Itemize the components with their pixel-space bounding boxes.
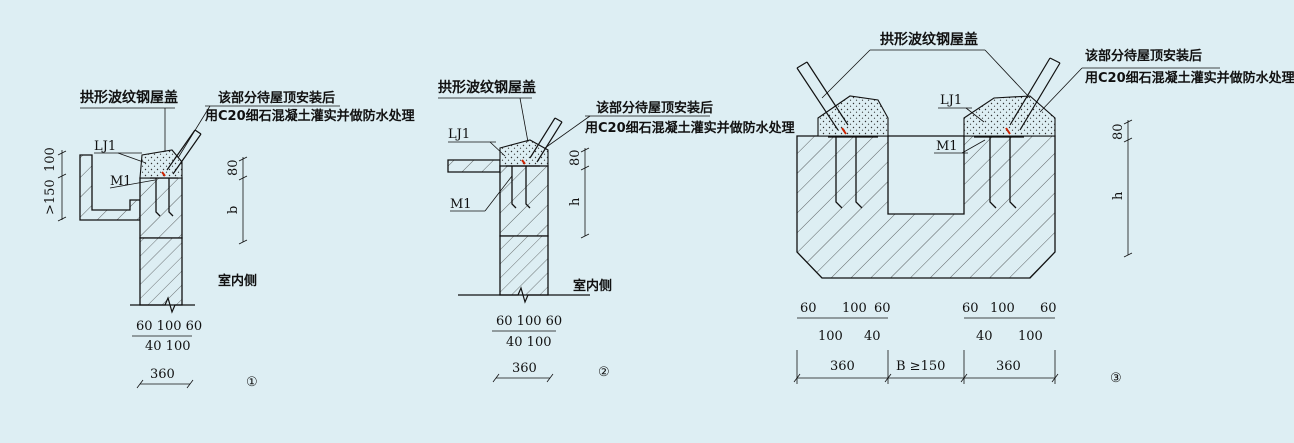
detail1-indoor-label: 室内侧: [218, 273, 257, 289]
detail1-bottom-row1: 60 100 60: [136, 319, 202, 334]
detail2-m1-label: M1: [450, 197, 472, 212]
detail3-gap: B ≥150: [896, 359, 945, 374]
detail1-number: ①: [246, 375, 258, 390]
detail1-dim-ge150: >150: [43, 179, 58, 215]
detail2-width-360: 360: [512, 361, 537, 376]
detail3-width-left: 360: [830, 359, 855, 374]
detail3-right-anchor: [974, 127, 1024, 209]
detail3-left-anchor: [828, 127, 878, 209]
detail-1: 拱形波纹钢屋盖 该部分待屋顶安装后 用C20细石混凝土灌实并做防水处理 LJ1 …: [43, 89, 415, 390]
detail3-right-top-100: 100: [990, 301, 1015, 316]
detail1-width-360: 360: [150, 367, 175, 382]
detail2-ring-beam: [499, 165, 549, 237]
detail3-right-roof-member: [1009, 57, 1061, 131]
detail2-brick-wall: [499, 235, 549, 296]
detail2-roof-member: [529, 117, 563, 163]
detail1-roof-member: [166, 129, 202, 175]
detail3-left-top-100: 100: [842, 301, 867, 316]
detail2-bottom-row1: 60 100 60: [496, 314, 562, 329]
detail1-lj1-label: LJ1: [94, 139, 116, 154]
detail2-note-line2: 用C20细石混凝土灌实并做防水处理: [584, 120, 795, 136]
detail1-brick-wall: [139, 237, 183, 306]
detail2-slab: [447, 159, 501, 173]
detail3-note-line2: 用C20细石混凝土灌实并做防水处理: [1084, 70, 1294, 86]
detail3-left-bottom-40: 40: [864, 329, 881, 344]
detail1-m1-label: M1: [110, 174, 132, 189]
detail3-right-grout: [963, 95, 1056, 137]
detail3-roof-label: 拱形波纹钢屋盖: [880, 31, 978, 48]
detail1-dim-100: 100: [43, 147, 58, 172]
detail2-dim-80: 80: [568, 149, 583, 166]
detail3-note-line1: 该部分待屋顶安装后: [1085, 48, 1202, 64]
detail3-right-top-60a: 60: [962, 301, 979, 316]
detail2-roof-label: 拱形波纹钢屋盖: [438, 79, 536, 96]
detail2-number: ②: [598, 365, 610, 380]
detail2-bottom-row2: 40 100: [506, 335, 552, 350]
detail-2: 拱形波纹钢屋盖 该部分待屋顶安装后 用C20细石混凝土灌实并做防水处理 LJ1 …: [438, 79, 795, 383]
detail1-bottom-row2: 40 100: [145, 339, 191, 354]
detail1-embedded-anchor: [150, 171, 178, 217]
detail2-embedded-anchor: [506, 159, 540, 209]
detail3-width-right: 360: [996, 359, 1021, 374]
detail2-grout-fill: [499, 139, 549, 167]
detail3-lj1-label: LJ1: [940, 93, 962, 108]
detail-3: 拱形波纹钢屋盖 该部分待屋顶安装后 用C20细石混凝土灌实并做防水处理 LJ1 …: [793, 31, 1294, 386]
detail3-left-top-60a: 60: [800, 301, 817, 316]
detail1-ring-beam: [139, 177, 183, 239]
detail1-dim-80: 80: [226, 159, 241, 176]
detail3-right-bottom-100: 100: [1018, 329, 1043, 344]
detail2-indoor-label: 室内侧: [573, 278, 612, 294]
detail1-grout-fill: [139, 149, 183, 179]
detail2-note-line1: 该部分待屋顶安装后: [596, 100, 713, 116]
detail3-right-top-60b: 60: [1040, 301, 1057, 316]
detail3-left-top-60b: 60: [874, 301, 891, 316]
detail3-dim-h: h: [1111, 191, 1126, 200]
detail3-left-roof-member: [796, 61, 849, 131]
detail1-gutter: [79, 154, 141, 221]
detail1-note-line1: 该部分待屋顶安装后: [218, 90, 335, 106]
detail1-roof-label: 拱形波纹钢屋盖: [80, 89, 178, 106]
detail1-dim-b: b: [226, 206, 241, 214]
detail2-lj1-label: LJ1: [448, 127, 470, 142]
detail3-number: ③: [1110, 371, 1122, 386]
detail2-dim-h: h: [568, 197, 583, 206]
detail1-note-line2: 用C20细石混凝土灌实并做防水处理: [204, 108, 415, 124]
detail3-dim-80: 80: [1111, 123, 1126, 140]
detail3-right-bottom-40: 40: [976, 329, 993, 344]
detail3-m1-label: M1: [936, 139, 958, 154]
detail3-left-bottom-100: 100: [818, 329, 843, 344]
